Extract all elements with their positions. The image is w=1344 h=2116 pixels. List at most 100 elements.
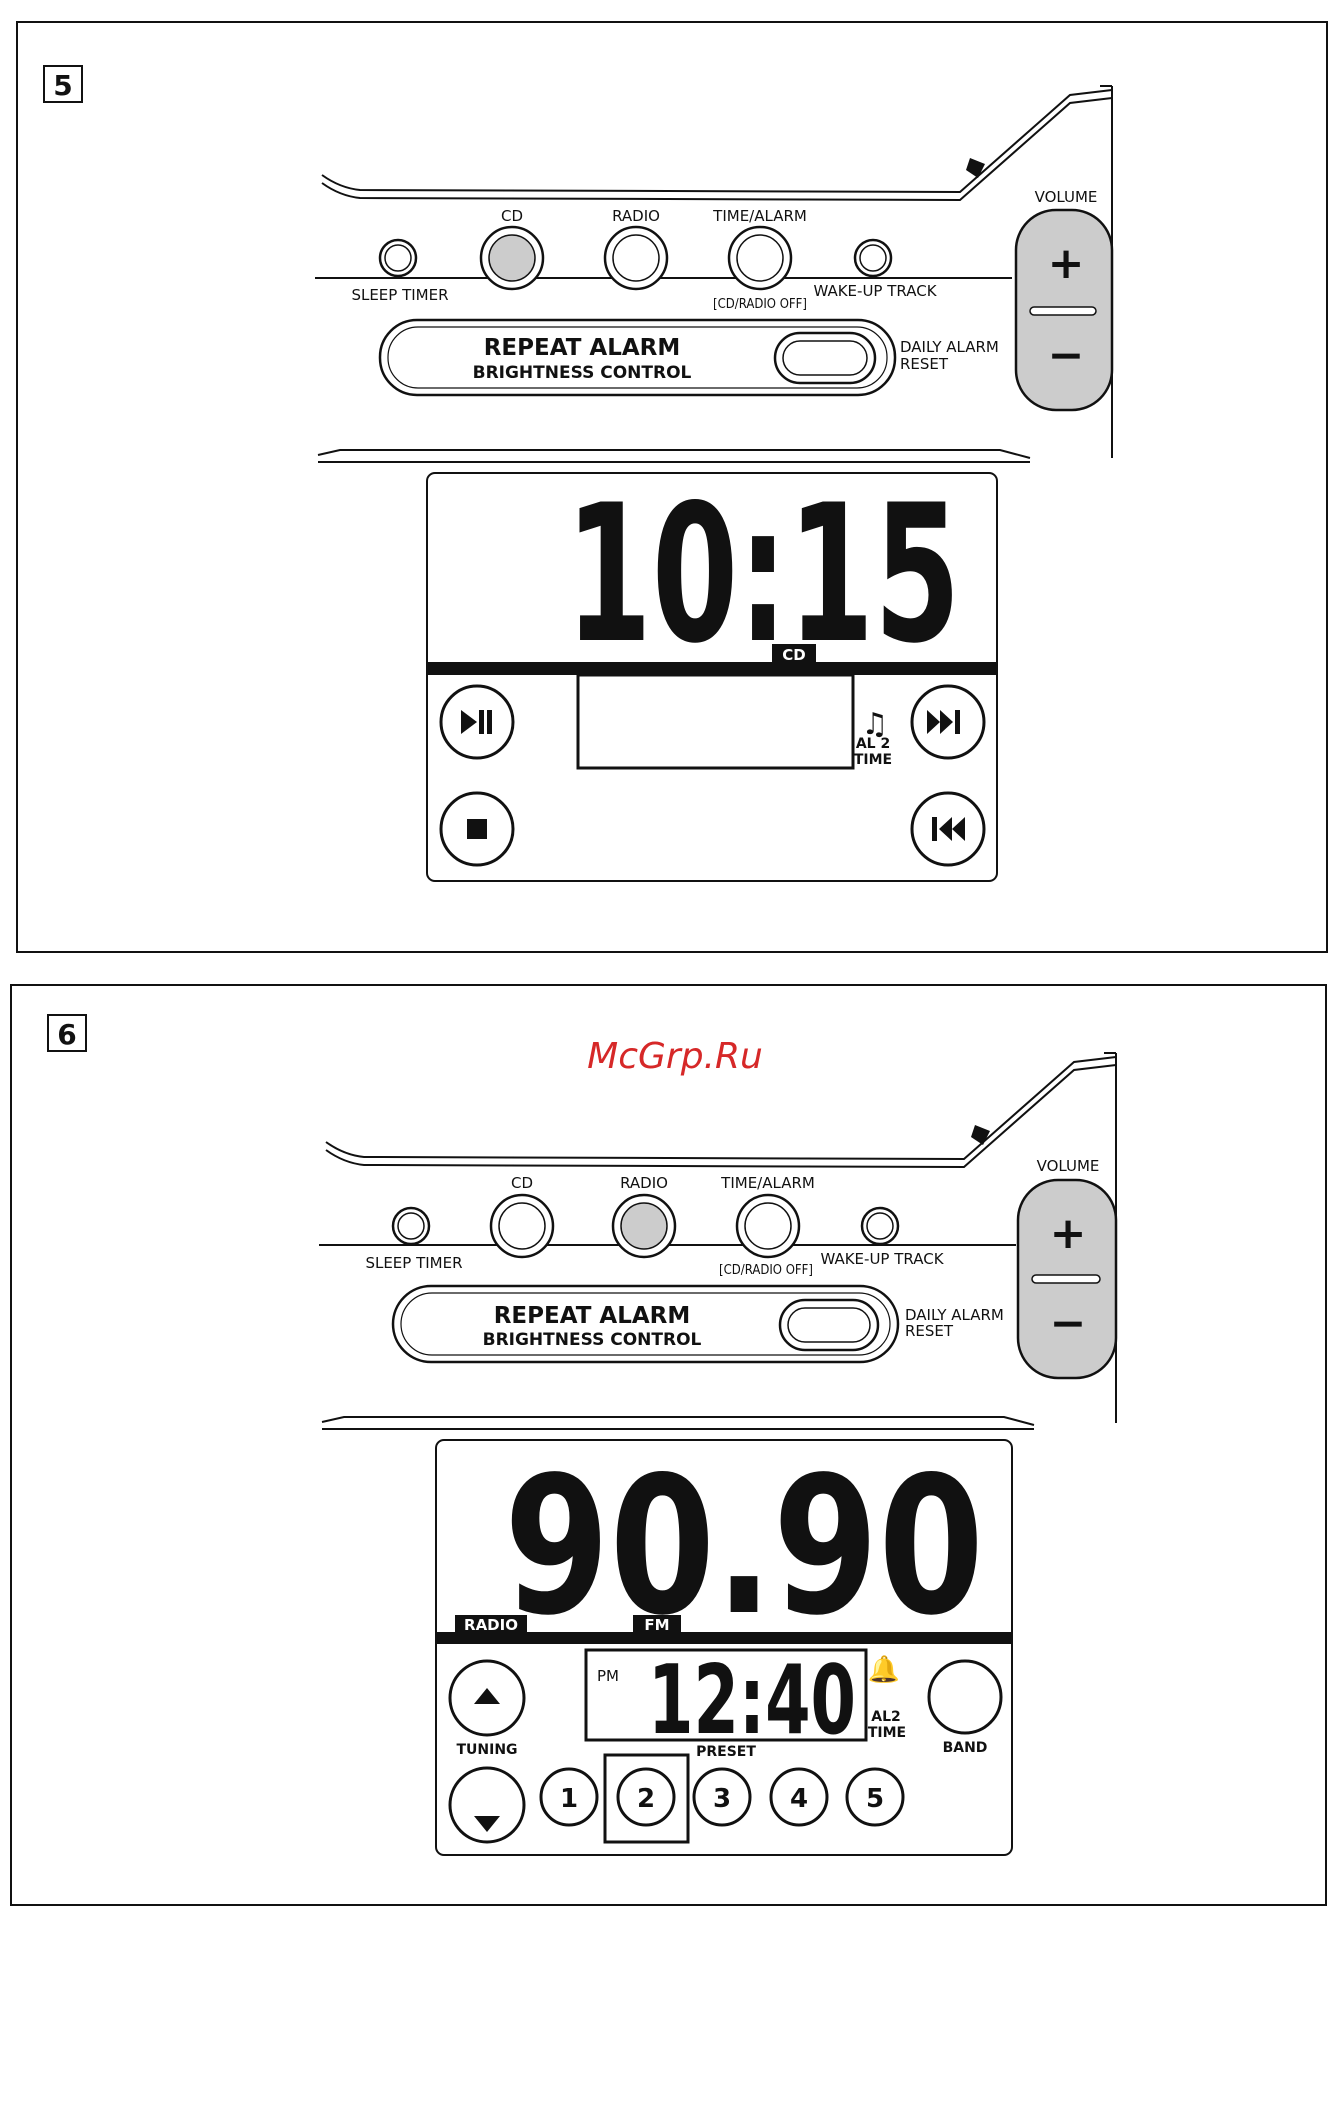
repeat-alarm-bar[interactable] xyxy=(378,318,897,397)
radio-button[interactable] xyxy=(611,1193,677,1259)
lcd-main-digits: 10:15 xyxy=(566,464,961,685)
band-button[interactable] xyxy=(927,1659,1003,1735)
preset-label-5: 5 xyxy=(866,1784,884,1814)
sleep-timer-label: SLEEP TIMER xyxy=(365,1254,462,1272)
indicator-mark xyxy=(971,1125,990,1145)
music-note-icon: ♫ xyxy=(862,707,889,742)
indicator-mark xyxy=(966,158,985,178)
preset-label-2: 2 xyxy=(637,1784,655,1814)
stop-button[interactable] xyxy=(439,791,515,867)
volume-plus-icon[interactable]: + xyxy=(1050,1208,1087,1259)
reset-label: RESET xyxy=(900,355,949,373)
radio-label: RADIO xyxy=(620,1174,668,1192)
cd-radio-off-label: [CD/RADIO OFF] xyxy=(713,297,807,312)
alarm-bell-icon: 🔔 xyxy=(868,1655,900,1685)
lcd-divider xyxy=(427,662,997,675)
cd-radio-off-label: [CD/RADIO OFF] xyxy=(719,1263,813,1278)
volume-minus-icon[interactable]: − xyxy=(1048,330,1085,381)
preset-button-4[interactable]: 4 xyxy=(769,1767,829,1827)
al2-label: AL2 xyxy=(871,1709,901,1725)
pm-indicator: PM xyxy=(597,1667,619,1685)
lcd-main-digits: 90.90 xyxy=(504,1436,984,1657)
volume-divider xyxy=(1031,1274,1101,1284)
daily-alarm-reset-button[interactable] xyxy=(778,1298,880,1352)
selected-preset-frame xyxy=(603,1753,690,1844)
fm-tag: FM xyxy=(644,1616,669,1634)
sleep-timer-button[interactable] xyxy=(378,238,418,278)
cd-tag-bg xyxy=(772,644,816,664)
radio-tag: RADIO xyxy=(464,1616,518,1634)
cd-button[interactable] xyxy=(489,1193,555,1259)
al2-label: AL 2 xyxy=(856,736,890,752)
time-indicator-label: TIME xyxy=(868,1725,906,1741)
fm-tag-bg xyxy=(633,1615,681,1634)
radio-button[interactable] xyxy=(603,225,669,291)
cd-label: CD xyxy=(511,1174,533,1192)
volume-divider xyxy=(1029,306,1097,316)
wake-up-track-button[interactable] xyxy=(853,238,893,278)
step-number-box xyxy=(43,65,83,103)
radio-tag-bg xyxy=(455,1615,527,1634)
radio-label: RADIO xyxy=(612,207,660,225)
volume-label: VOLUME xyxy=(1035,188,1098,206)
lcd-display xyxy=(435,1439,1013,1856)
repeat-alarm-label: REPEAT ALARM xyxy=(484,335,681,361)
reset-label: RESET xyxy=(905,1322,954,1340)
device-top-outline xyxy=(319,1052,1117,1430)
repeat-alarm-label: REPEAT ALARM xyxy=(494,1303,691,1329)
tuning-up-button[interactable] xyxy=(448,1659,526,1737)
lcd-display xyxy=(426,472,998,882)
cd-label: CD xyxy=(501,207,523,225)
tuning-label: TUNING xyxy=(456,1742,517,1758)
step-number: 6 xyxy=(57,1018,76,1051)
next-track-button[interactable] xyxy=(910,684,986,760)
cd-tag: CD xyxy=(782,646,805,664)
wake-up-track-button[interactable] xyxy=(860,1206,900,1246)
daily-alarm-reset-inner xyxy=(782,340,868,376)
brightness-control-label: BRIGHTNESS CONTROL xyxy=(483,1330,702,1350)
time-indicator-label: TIME xyxy=(854,752,892,768)
preset-button-3[interactable]: 3 xyxy=(692,1767,752,1827)
brightness-control-label: BRIGHTNESS CONTROL xyxy=(473,363,692,383)
lcd-divider xyxy=(436,1632,1012,1644)
time-alarm-button[interactable] xyxy=(727,225,793,291)
preset-label-3: 3 xyxy=(713,1784,731,1814)
cd-button[interactable] xyxy=(479,225,545,291)
daily-alarm-reset-button[interactable] xyxy=(773,331,877,385)
lcd-clock-digits: 12:40 xyxy=(648,1646,856,1756)
preset-label: PRESET xyxy=(696,1744,756,1760)
preset-button-2[interactable]: 2 xyxy=(616,1767,676,1827)
preset-label-4: 4 xyxy=(790,1784,808,1814)
play-pause-button[interactable] xyxy=(439,684,515,760)
daily-alarm-label: DAILY ALARM xyxy=(900,338,999,356)
watermark: McGrp.Ru xyxy=(587,1036,763,1077)
step-number: 5 xyxy=(53,69,72,102)
volume-plus-icon[interactable]: + xyxy=(1048,238,1085,289)
time-alarm-label: TIME/ALARM xyxy=(720,1174,815,1192)
band-label: BAND xyxy=(943,1740,988,1756)
lcd-sub-window xyxy=(584,1648,868,1742)
daily-alarm-label: DAILY ALARM xyxy=(905,1306,1004,1324)
time-alarm-button[interactable] xyxy=(735,1193,801,1259)
preset-label-1: 1 xyxy=(560,1784,578,1814)
repeat-alarm-bar-inner xyxy=(400,1292,891,1356)
preset-button-1[interactable]: 1 xyxy=(539,1767,599,1827)
tuning-down-button[interactable] xyxy=(448,1766,526,1844)
preset-button-5[interactable]: 5 xyxy=(845,1767,905,1827)
sleep-timer-button[interactable] xyxy=(391,1206,431,1246)
repeat-alarm-bar[interactable] xyxy=(391,1284,900,1364)
volume-minus-icon[interactable]: − xyxy=(1050,1298,1087,1349)
panel-6-frame xyxy=(10,984,1327,1906)
repeat-alarm-bar-inner xyxy=(387,326,888,389)
time-alarm-label: TIME/ALARM xyxy=(712,207,807,225)
panel-5-frame xyxy=(16,21,1328,953)
step-number-box xyxy=(47,1014,87,1052)
daily-alarm-reset-inner xyxy=(787,1307,871,1343)
wake-up-track-label: WAKE-UP TRACK xyxy=(820,1250,944,1268)
lcd-sub-window xyxy=(576,673,855,770)
previous-track-button[interactable] xyxy=(910,791,986,867)
sleep-timer-label: SLEEP TIMER xyxy=(351,286,448,304)
device-top-outline xyxy=(315,85,1113,463)
